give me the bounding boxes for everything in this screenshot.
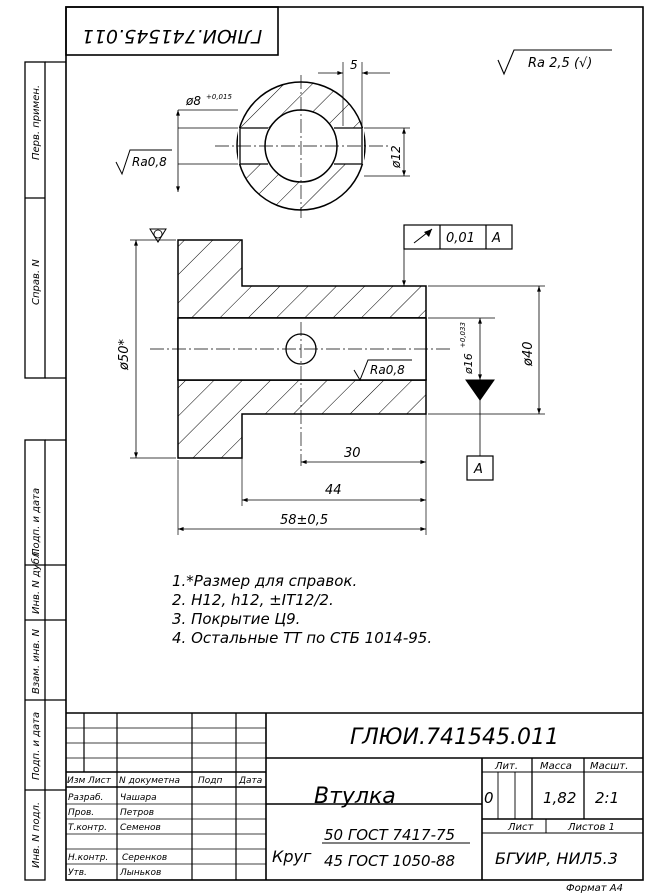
left-margin-columns <box>24 61 66 881</box>
tolerance-datum: A <box>491 231 501 246</box>
hdr-data: Дата <box>238 776 262 786</box>
top-stamp-box <box>65 6 279 56</box>
top-stamp-text: ГЛЮИ.741545.011 <box>82 25 262 47</box>
dim-44: 44 <box>325 483 342 498</box>
notes: 1.*Размер для справок. 2. Н12, h12, ±IT1… <box>172 572 432 647</box>
part-name: Втулка <box>314 784 396 809</box>
massa-value: 1,82 <box>543 789 576 807</box>
roughness-general: Ra 2,5 (√) <box>528 56 592 71</box>
note-2: 2. Н12, h12, ±IT12/2. <box>172 591 334 609</box>
organization: БГУИР, НИЛ5.3 <box>495 849 618 868</box>
datum-label: A <box>473 462 483 477</box>
side-label-podp-data-1: Подп. и дата <box>31 488 42 556</box>
dim-d16: ø16 <box>462 353 475 375</box>
dim-d50: ø50* <box>117 339 132 371</box>
name-2: Петров <box>120 808 154 818</box>
side-label-inv-podl: Инв. N подл. <box>31 802 42 868</box>
dim-d12: ø12 <box>389 145 403 169</box>
note-4: 4. Остальные ТТ по СТБ 1014-95. <box>172 629 432 647</box>
hdr-list: Лист <box>87 776 112 786</box>
dim-hole-tol: +0,015 <box>206 93 232 101</box>
name-6: Лыньков <box>119 868 161 878</box>
material-bottom: 45 ГОСТ 1050-88 <box>324 852 455 870</box>
dim-d16-tol: +0,033 <box>459 322 467 348</box>
main-view <box>130 224 545 535</box>
hdr-doc-no: N докуметна <box>119 776 180 786</box>
name-5: Серенков <box>122 853 167 863</box>
dim-hole: ø8 <box>185 94 201 108</box>
lit-value: 0 <box>484 789 494 807</box>
hdr-izm: Изм <box>67 776 86 786</box>
designation: ГЛЮИ.741545.011 <box>350 725 559 750</box>
role-2: Пров. <box>68 808 94 818</box>
dim-5: 5 <box>350 58 358 72</box>
list-label: Лист <box>507 822 535 833</box>
side-label-inv-dubl: Инв. N дубл. <box>30 549 42 615</box>
masshtab-label: Масшт. <box>590 761 628 772</box>
role-3: Т.контр. <box>68 823 107 833</box>
roughness-left: Ra0,8 <box>132 155 167 169</box>
name-3: Семенов <box>120 823 161 833</box>
side-label-podp-data-2: Подп. и дата <box>31 712 42 780</box>
side-label-perv-primen: Перв. примен. <box>31 85 42 160</box>
lit-label: Лит. <box>494 761 518 772</box>
side-label-vzam-inv: Взам. инв. N <box>31 629 42 694</box>
dim-58: 58±0,5 <box>280 513 328 528</box>
material-prefix: Круг <box>272 847 312 866</box>
role-6: Утв. <box>68 868 87 878</box>
roughness-general-icon <box>497 49 612 76</box>
hdr-podp: Подп <box>198 776 222 786</box>
roughness-bore: Ra0,8 <box>370 363 405 377</box>
section-view <box>115 62 410 218</box>
note-1: 1.*Размер для справок. <box>172 572 357 590</box>
massa-label: Масса <box>540 761 572 772</box>
dim-30: 30 <box>344 446 361 461</box>
listov-label: Листов 1 <box>567 822 615 833</box>
format-label: Формат А4 <box>566 883 623 894</box>
masshtab-value: 2:1 <box>595 789 619 807</box>
material-top: 50 ГОСТ 7417-75 <box>324 826 455 844</box>
side-label-sprav-no: Справ. N <box>31 259 42 305</box>
tolerance-value: 0,01 <box>446 231 475 246</box>
sheet-frame <box>65 6 644 881</box>
note-3: 3. Покрытие Ц9. <box>172 610 300 628</box>
dim-d40: ø40 <box>521 342 536 368</box>
role-5: Н.контр. <box>68 853 108 863</box>
role-1: Разраб. <box>68 793 103 803</box>
name-1: Чашара <box>120 793 157 803</box>
title-block <box>66 712 643 880</box>
